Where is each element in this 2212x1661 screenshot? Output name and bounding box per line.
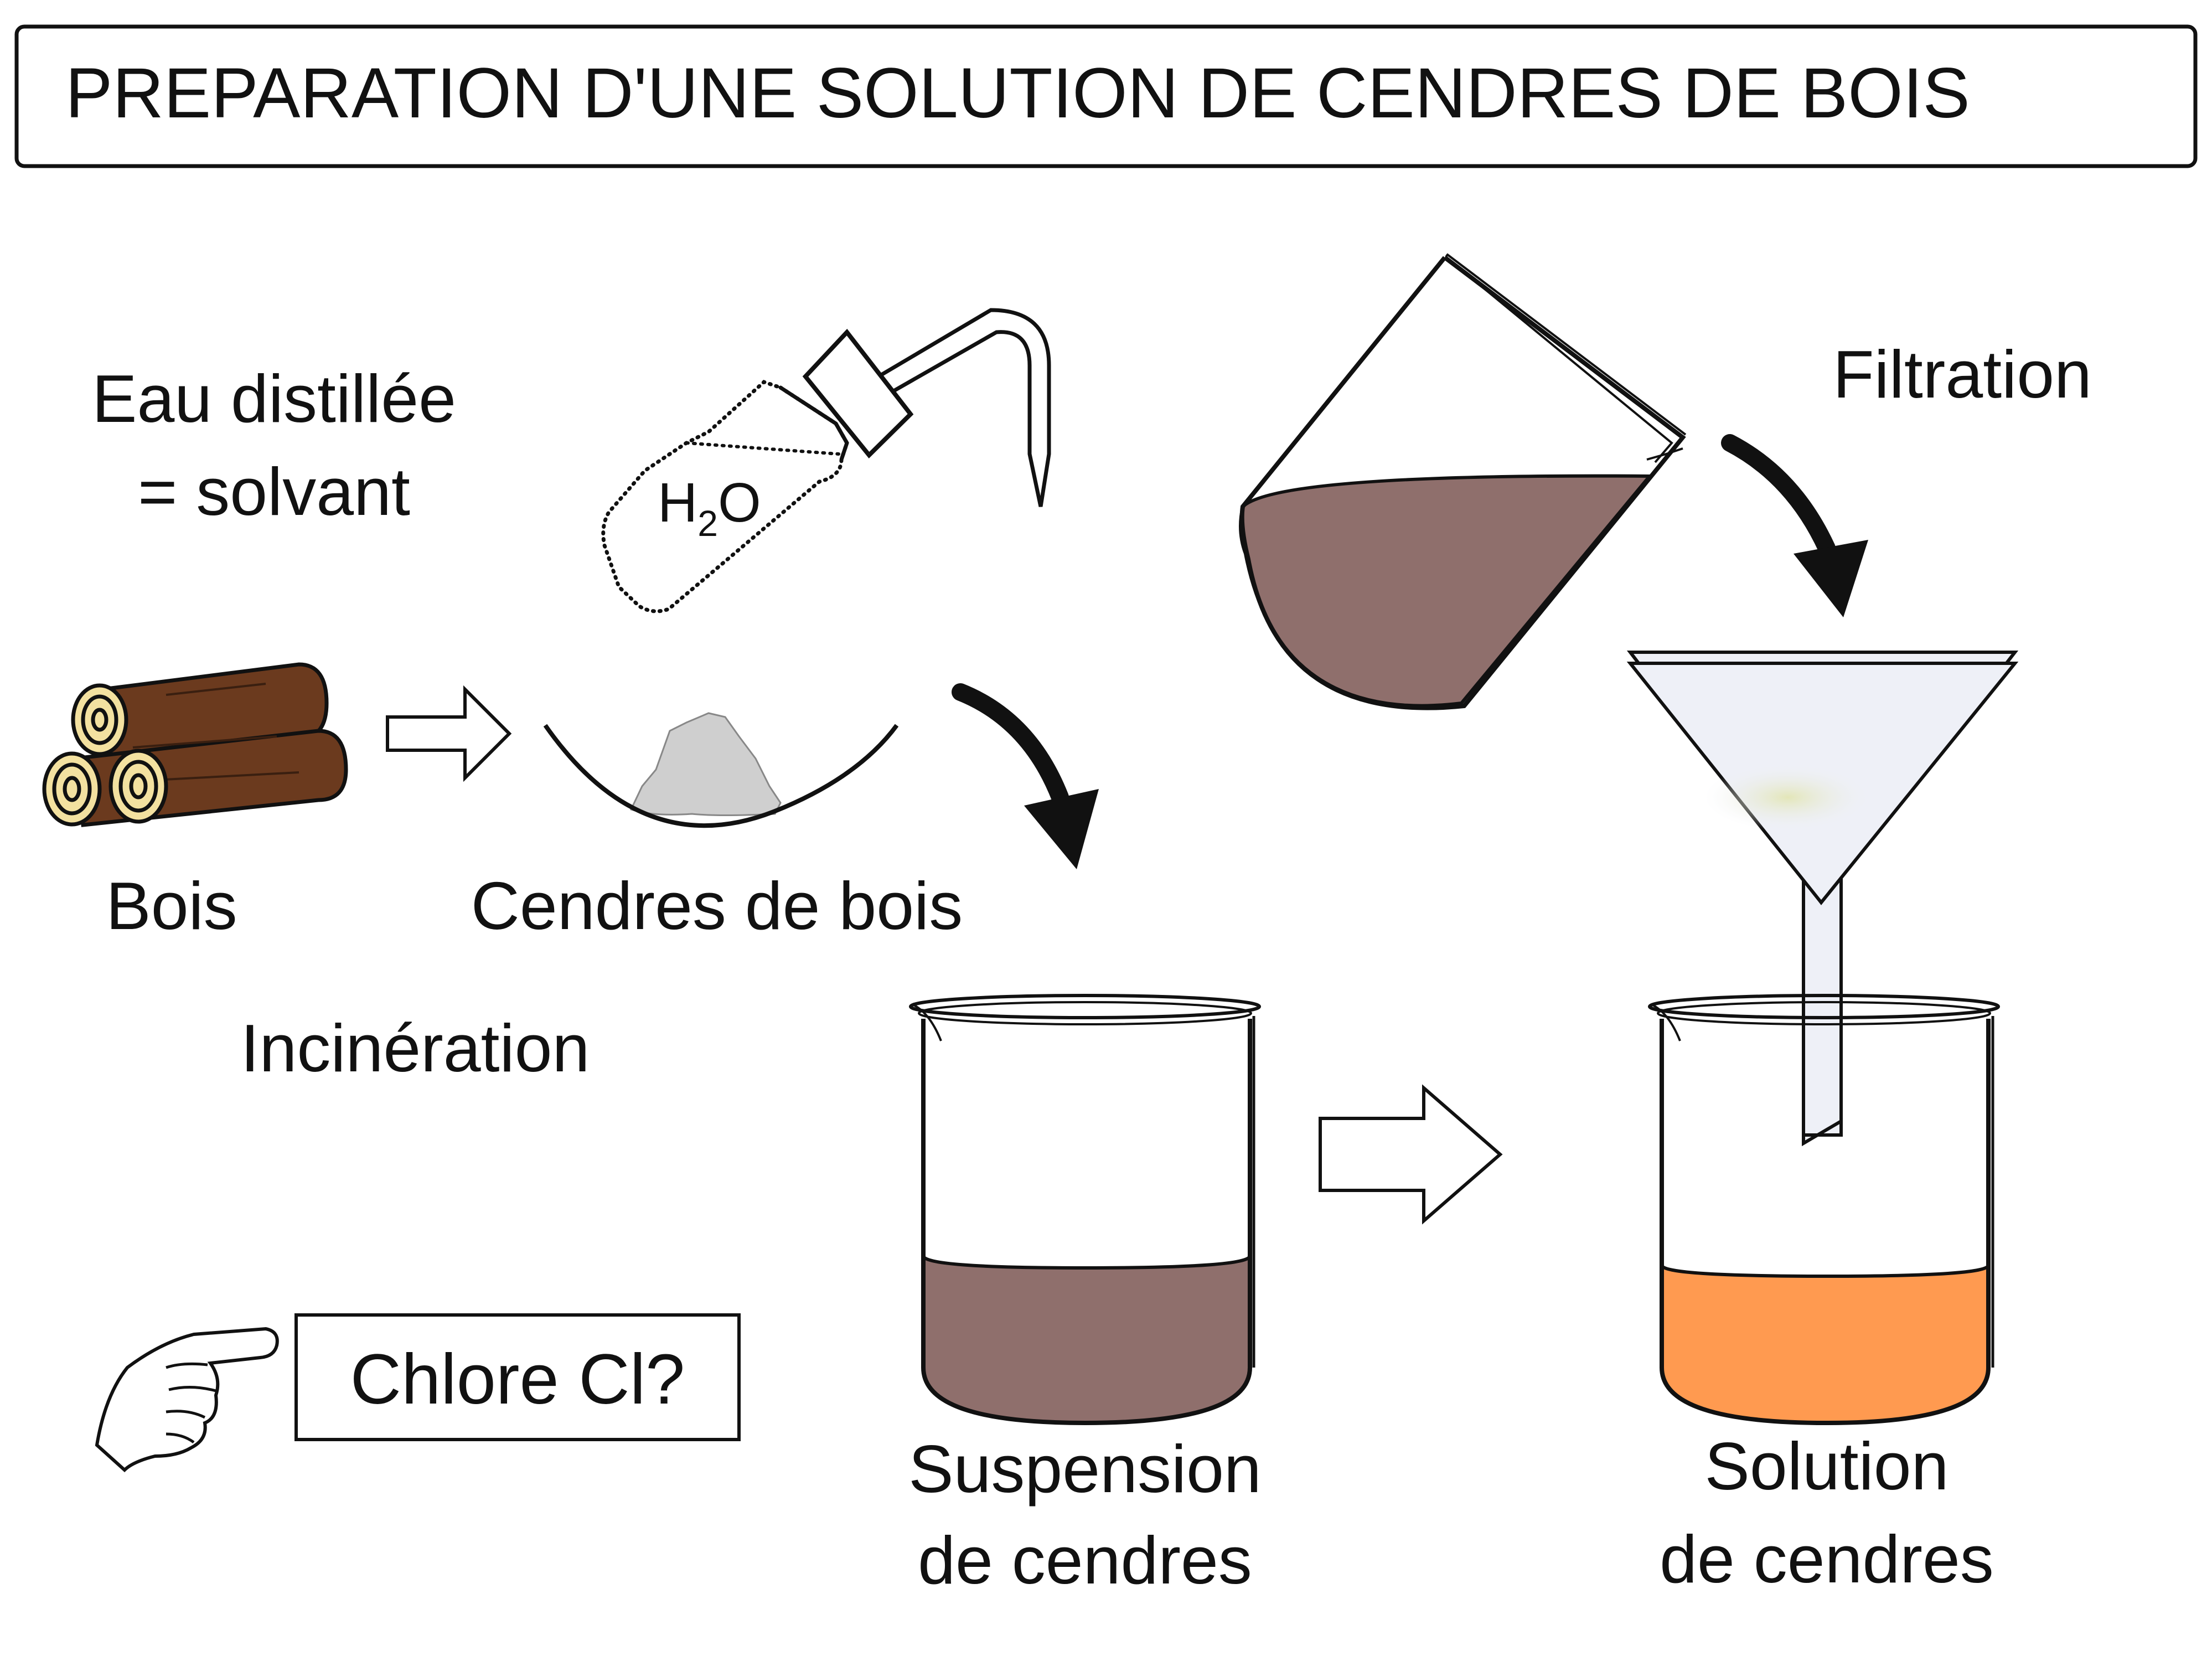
filtration-label: Filtration <box>1833 337 2092 412</box>
beaker-icon <box>909 994 1261 1426</box>
incineration-label: Incinération <box>241 1010 590 1086</box>
hollow-arrow-icon <box>1319 1084 1503 1225</box>
question-box: Chlore Cl? <box>294 1313 741 1441</box>
title-box: PREPARATION D'UNE SOLUTION DE CENDRES DE… <box>14 24 2198 168</box>
suspension-label-line2: de cendres <box>918 1523 1252 1598</box>
question-text: Chlore Cl? <box>350 1340 685 1419</box>
solution-label-line2: de cendres <box>1660 1521 1994 1597</box>
ashes-label: Cendres de bois <box>471 868 963 943</box>
wood-label: Bois <box>106 868 237 943</box>
beaker-icon <box>1648 994 2000 1426</box>
water-label-line2: = solvant <box>138 454 410 529</box>
wash-bottle-icon <box>601 308 1051 613</box>
curved-arrow-icon <box>1721 434 1868 617</box>
hollow-arrow-icon <box>386 685 512 782</box>
page-title: PREPARATION D'UNE SOLUTION DE CENDRES DE… <box>65 54 1970 133</box>
wood-logs-icon <box>42 662 348 827</box>
funnel-icon <box>1626 651 2019 1147</box>
curved-arrow-icon <box>952 683 1099 869</box>
pouring-beaker <box>1239 253 1687 710</box>
water-label-line1: Eau distillée <box>92 361 456 436</box>
solution-label-line1: Solution <box>1705 1428 1949 1504</box>
suspension-label-line1: Suspension <box>908 1431 1262 1507</box>
bottle-formula: H2O <box>658 472 761 544</box>
pointing-hand-icon <box>95 1327 279 1473</box>
evaporating-dish-icon <box>543 712 899 828</box>
